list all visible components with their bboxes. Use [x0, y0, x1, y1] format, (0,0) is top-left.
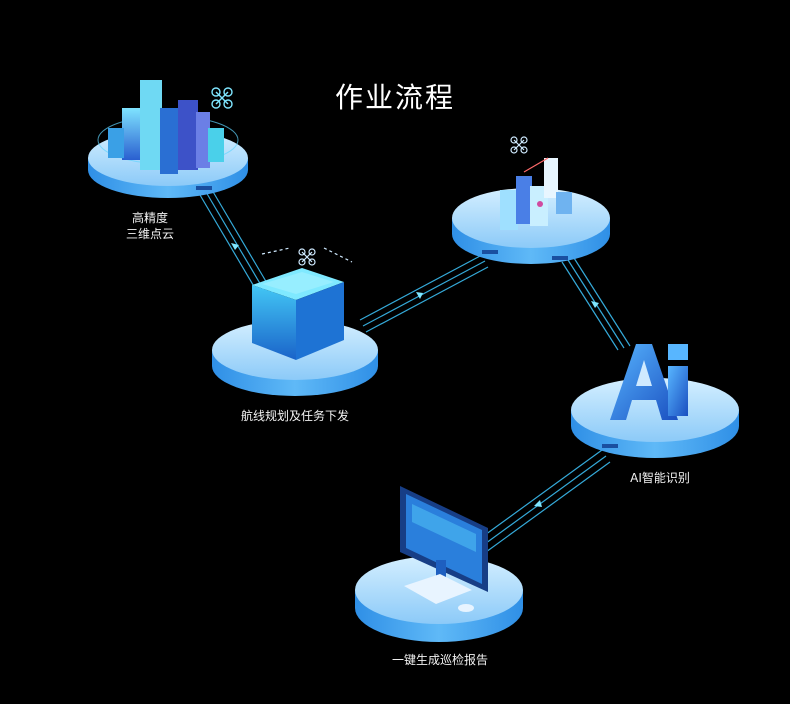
ai-letters [610, 344, 688, 420]
drone-icon [211, 87, 233, 109]
step-label-point-cloud-line1: 高精度 [131, 211, 168, 225]
connector-plan-to-site [359, 254, 489, 333]
city-buildings [108, 80, 224, 174]
site-buildings [500, 157, 572, 230]
step-label-point-cloud: 高精度 三维点云 [110, 210, 190, 242]
step-label-report: 一键生成巡检报告 [391, 653, 488, 667]
step-label-ai-recognition: AI智能识别 [630, 471, 690, 485]
drone-icon [261, 247, 353, 266]
flow-arrows [231, 243, 599, 507]
step-label-route-planning: 航线规划及任务下发 [240, 409, 349, 423]
planning-cube [252, 268, 344, 360]
drone-icon [510, 136, 528, 154]
step-label-point-cloud-line2: 三维点云 [125, 227, 174, 241]
computer-monitor [400, 486, 488, 612]
connector-ai-to-report [477, 449, 611, 553]
platform-ai-recognition [571, 378, 739, 458]
page-title: 作业流程 [334, 81, 455, 114]
